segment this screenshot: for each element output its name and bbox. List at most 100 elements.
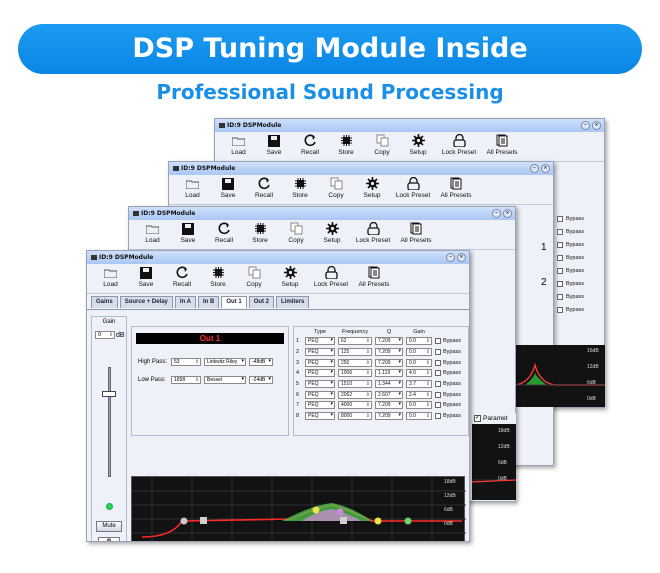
minimize-button[interactable]: – <box>581 121 590 130</box>
copy-button[interactable]: Copy <box>278 220 314 244</box>
lock-preset-button[interactable]: Lock Preset <box>436 132 482 156</box>
setup-button[interactable]: Setup <box>272 264 308 288</box>
peq-bypass-checkbox[interactable]: Bypass <box>435 370 461 377</box>
high-pass-freq-input[interactable]: 53 <box>171 358 201 366</box>
peq-gain-input[interactable]: 2.4 <box>406 390 432 399</box>
peq-bypass-checkbox[interactable]: Bypass <box>435 349 461 356</box>
peq-gain-input[interactable]: 0.0 <box>406 401 432 410</box>
peq-frequency-input[interactable]: 125 <box>338 348 372 357</box>
peq-q-select[interactable]: 7.209 <box>375 401 403 410</box>
peq-frequency-input[interactable]: 4000 <box>338 401 372 410</box>
copy-button[interactable]: Copy <box>364 132 400 156</box>
setup-button[interactable]: Setup <box>400 132 436 156</box>
tab-in-a[interactable]: In A <box>174 296 196 308</box>
peq-type-select[interactable]: PEQ <box>305 390 335 399</box>
peq-q-select[interactable]: 7.209 <box>375 348 403 357</box>
peq-frequency-input[interactable]: 1006 <box>338 369 372 378</box>
peq-gain-input[interactable]: 0.0 <box>406 337 432 346</box>
peq-type-select[interactable]: PEQ <box>305 369 335 378</box>
load-button[interactable]: Load <box>221 132 256 156</box>
recall-button[interactable]: Recall <box>246 175 282 199</box>
gain-slider-thumb[interactable] <box>102 391 116 397</box>
bypass-row[interactable]: Bypass <box>557 264 584 277</box>
setup-button[interactable]: Setup <box>314 220 350 244</box>
close-button[interactable]: × <box>503 209 512 218</box>
load-button[interactable]: Load <box>93 264 128 288</box>
close-button[interactable]: × <box>541 164 550 173</box>
peq-frequency-input[interactable]: 62 <box>338 337 372 346</box>
tab-out-2[interactable]: Out 2 <box>248 296 275 308</box>
copy-button[interactable]: Copy <box>236 264 272 288</box>
peq-gain-input[interactable]: 0.0 <box>406 348 432 357</box>
minimize-button[interactable]: – <box>530 164 539 173</box>
save-button[interactable]: Save <box>256 132 292 156</box>
store-button[interactable]: Store <box>242 220 278 244</box>
peq-frequency-input[interactable]: 2062 <box>338 390 372 399</box>
bypass-row[interactable]: Bypass <box>557 225 584 238</box>
setup-button[interactable]: Setup <box>354 175 390 199</box>
bypass-row[interactable]: Bypass <box>557 303 584 316</box>
peq-q-select[interactable]: 1.119 <box>375 369 403 378</box>
tab-source-delay[interactable]: Source + Delay <box>119 296 173 308</box>
bypass-row[interactable]: Bypass <box>557 251 584 264</box>
high-pass-type-select[interactable]: Linkwitz Riley <box>204 358 246 366</box>
peq-q-select[interactable]: 2.607 <box>375 390 403 399</box>
tab-out-1[interactable]: Out 1 <box>221 296 247 308</box>
peq-type-select[interactable]: PEQ <box>305 337 335 346</box>
close-button[interactable]: × <box>457 253 466 262</box>
low-pass-slope-select[interactable]: -24dB <box>249 376 273 384</box>
peq-q-select[interactable]: 7.209 <box>375 412 403 421</box>
peq-type-select[interactable]: PEQ <box>305 412 335 421</box>
all-presets-button[interactable]: All Presets <box>354 264 394 288</box>
tab-limiters[interactable]: Limiters <box>276 296 310 308</box>
save-button[interactable]: Save <box>170 220 206 244</box>
store-button[interactable]: Store <box>328 132 364 156</box>
recall-button[interactable]: Recall <box>164 264 200 288</box>
lock-preset-button[interactable]: Lock Preset <box>308 264 354 288</box>
store-button[interactable]: Store <box>200 264 236 288</box>
peq-q-select[interactable]: 1.344 <box>375 380 403 389</box>
peq-frequency-input[interactable]: 1510 <box>338 380 372 389</box>
bypass-row[interactable]: Bypass <box>557 212 584 225</box>
peq-bypass-checkbox[interactable]: Bypass <box>435 338 461 345</box>
parametric-checkbox[interactable]: ✓Paramet <box>472 413 516 424</box>
all-presets-button[interactable]: All Presets <box>396 220 436 244</box>
bypass-row[interactable]: Bypass <box>557 238 584 251</box>
peq-frequency-input[interactable]: 250 <box>338 358 372 367</box>
all-presets-button[interactable]: All Presets <box>482 132 522 156</box>
tab-in-b[interactable]: In B <box>198 296 220 308</box>
high-pass-slope-select[interactable]: -48dB <box>249 358 273 366</box>
peq-gain-input[interactable]: 0.0 <box>406 358 432 367</box>
peq-type-select[interactable]: PEQ <box>305 358 335 367</box>
save-button[interactable]: Save <box>128 264 164 288</box>
gain-bottom-field[interactable]: 0 <box>98 537 120 541</box>
close-button[interactable]: × <box>592 121 601 130</box>
save-button[interactable]: Save <box>210 175 246 199</box>
peq-bypass-checkbox[interactable]: Bypass <box>435 391 461 398</box>
peq-q-select[interactable]: 7.209 <box>375 358 403 367</box>
peq-bypass-checkbox[interactable]: Bypass <box>435 359 461 366</box>
peq-type-select[interactable]: PEQ <box>305 348 335 357</box>
recall-button[interactable]: Recall <box>292 132 328 156</box>
bypass-row[interactable]: Bypass <box>557 290 584 303</box>
lock-preset-button[interactable]: Lock Preset <box>350 220 396 244</box>
minimize-button[interactable]: – <box>492 209 501 218</box>
peq-type-select[interactable]: PEQ <box>305 380 335 389</box>
gain-input[interactable]: 0 <box>95 331 115 339</box>
peq-gain-input[interactable]: 0.0 <box>406 412 432 421</box>
minimize-button[interactable]: – <box>446 253 455 262</box>
all-presets-button[interactable]: All Presets <box>436 175 476 199</box>
low-pass-type-select[interactable]: Bessel <box>204 376 246 384</box>
peq-gain-input[interactable]: 4.0 <box>406 369 432 378</box>
lock-preset-button[interactable]: Lock Preset <box>390 175 436 199</box>
peq-bypass-checkbox[interactable]: Bypass <box>435 413 461 420</box>
recall-button[interactable]: Recall <box>206 220 242 244</box>
peq-gain-input[interactable]: 3.7 <box>406 380 432 389</box>
load-button[interactable]: Load <box>175 175 210 199</box>
gain-slider-track[interactable] <box>108 367 111 477</box>
bypass-row[interactable]: Bypass <box>557 277 584 290</box>
peq-frequency-input[interactable]: 8000 <box>338 412 372 421</box>
tab-gains[interactable]: Gains <box>91 296 118 308</box>
copy-button[interactable]: Copy <box>318 175 354 199</box>
load-button[interactable]: Load <box>135 220 170 244</box>
